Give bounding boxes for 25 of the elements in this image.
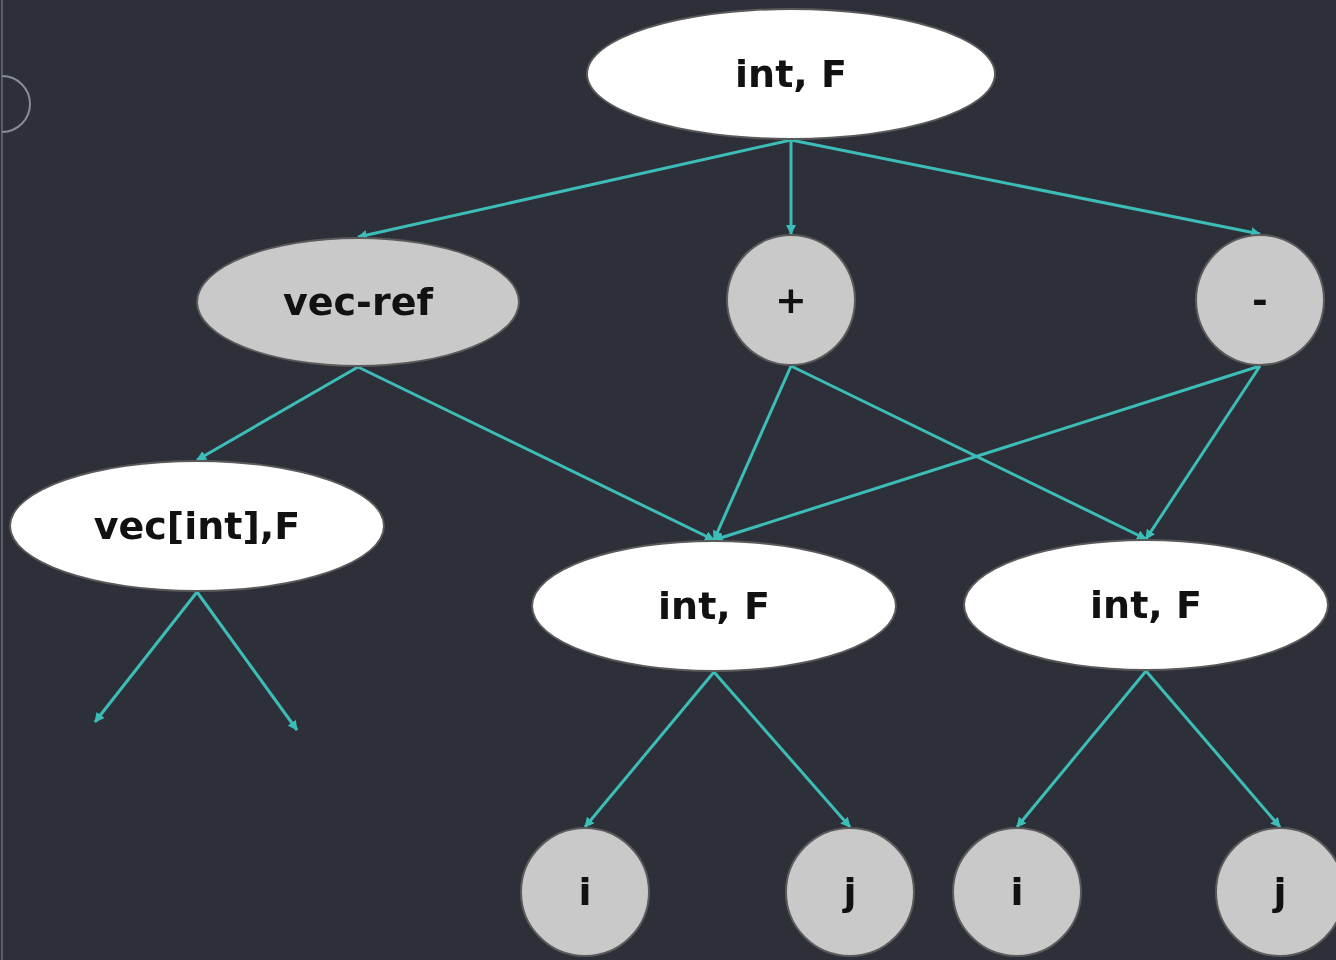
node-label: i xyxy=(578,870,592,914)
arrow xyxy=(195,591,299,731)
arrow xyxy=(790,364,1147,541)
arrow xyxy=(196,365,359,462)
arrow xyxy=(712,671,852,828)
arrow xyxy=(713,364,1261,543)
node-label: vec[int],F xyxy=(93,504,301,548)
node-label: - xyxy=(1252,278,1268,322)
arrow xyxy=(583,671,716,828)
arrow xyxy=(712,365,793,541)
node-label: j xyxy=(1273,870,1287,914)
node-label: int, F xyxy=(735,52,847,96)
node-label: i xyxy=(1010,870,1024,914)
arrow xyxy=(1144,365,1262,540)
node-label: + xyxy=(775,278,807,322)
node-label: int, F xyxy=(658,584,770,628)
node-label: int, F xyxy=(1090,583,1202,627)
arrow xyxy=(786,140,796,235)
arrow xyxy=(1015,670,1148,828)
node-label: vec-ref xyxy=(283,280,433,324)
arrow xyxy=(93,591,199,723)
arrow xyxy=(357,138,792,240)
arrow xyxy=(1144,670,1282,828)
node-label: j xyxy=(843,870,857,914)
arrow xyxy=(357,365,715,542)
